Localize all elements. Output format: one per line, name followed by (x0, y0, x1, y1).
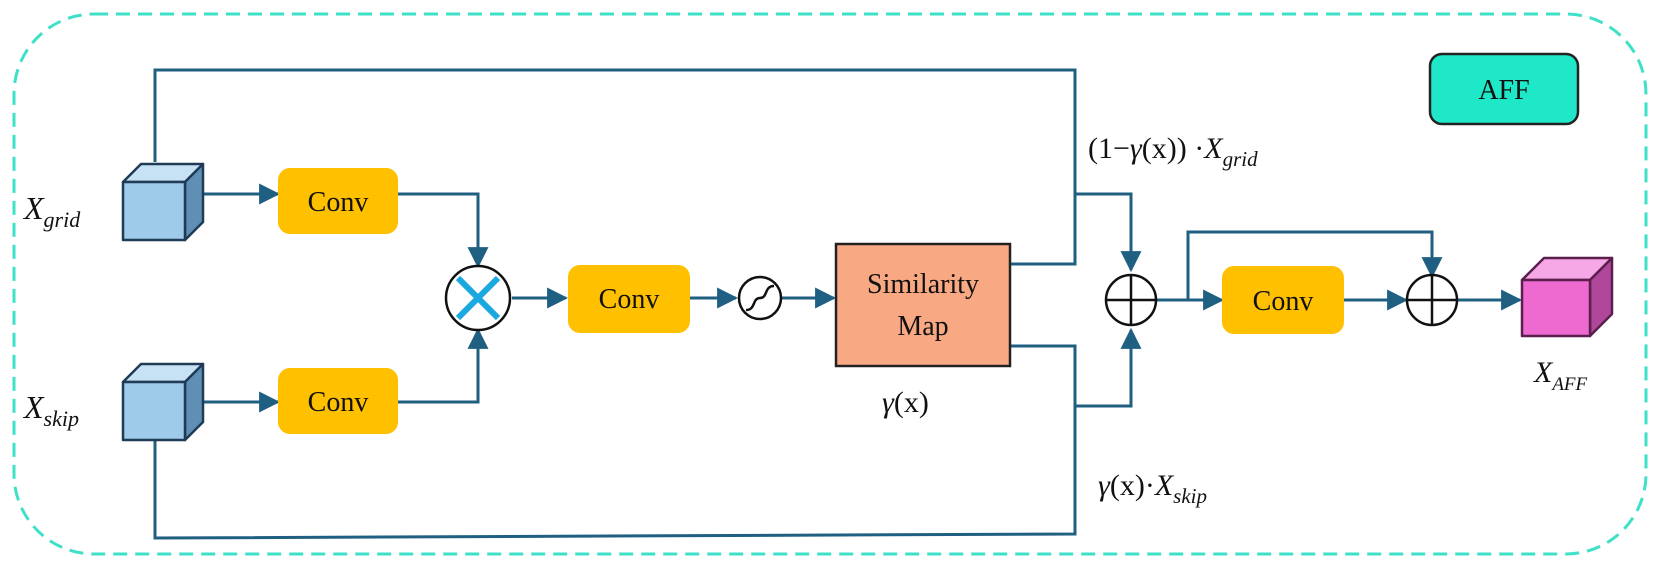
arrow-conv-grid-to-multiply (398, 192, 489, 269)
gamma-label: γ(x) (882, 386, 929, 419)
add-icon (1405, 273, 1459, 327)
similarity-label-line2: Map (897, 311, 948, 342)
similarity-map-block: Similarity Map (834, 242, 1012, 368)
line-grid-bypass (153, 68, 1142, 273)
conv-block-mid: Conv (568, 265, 690, 333)
input-cube-skip (121, 362, 205, 442)
skip-weight-label: γ(x)·Xskip (1098, 469, 1207, 508)
aff-badge-label: AFF (1478, 75, 1529, 106)
arrow-conv-skip-to-multiply (398, 327, 489, 404)
input-skip-label: Xskip (22, 389, 79, 431)
conv-block-skip: Conv (278, 368, 398, 434)
input-cube-grid (121, 162, 205, 242)
add-icon (1104, 273, 1158, 327)
aff-badge: AFF (1428, 52, 1580, 126)
connections (153, 68, 1523, 540)
conv-skip-label: Conv (308, 387, 369, 418)
line-similarity-upper (1010, 194, 1077, 266)
output-label: XAFF (1533, 356, 1588, 395)
line-residual (1186, 230, 1443, 300)
line-skip-bypass (153, 406, 1077, 540)
input-grid-label: Xgrid (22, 190, 81, 232)
conv-grid-label: Conv (308, 187, 369, 218)
conv-out-label: Conv (1253, 286, 1314, 317)
conv-mid-label: Conv (599, 284, 660, 315)
grid-weight-label: (1−γ(x)) ·Xgrid (1088, 132, 1258, 171)
line-similarity-lower (1010, 327, 1142, 408)
conv-block-out: Conv (1222, 266, 1344, 334)
multiply-icon (444, 264, 512, 332)
sigmoid-icon (737, 275, 783, 321)
similarity-label-line1: Similarity (867, 269, 979, 300)
outer-frame (12, 12, 1648, 556)
output-cube (1520, 256, 1614, 338)
conv-block-grid: Conv (278, 168, 398, 234)
